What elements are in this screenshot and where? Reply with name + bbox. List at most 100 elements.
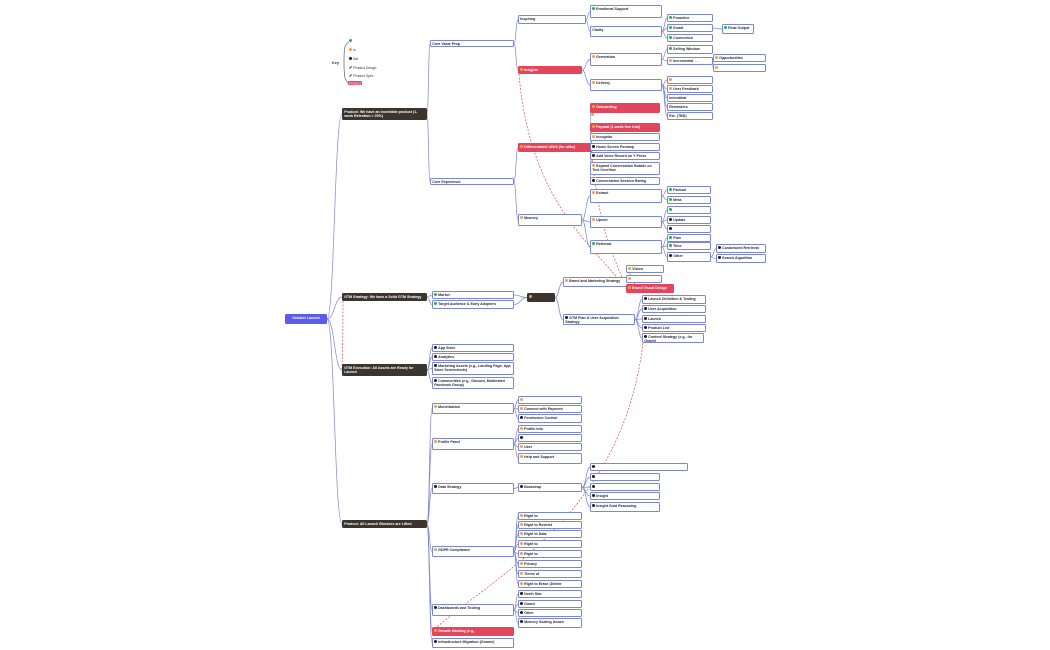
node-productled[interactable]: Product Led <box>642 324 706 332</box>
node-p3[interactable]: User <box>518 443 582 451</box>
node-bvd[interactable]: Brand Visual Design <box>626 284 674 293</box>
node-dash[interactable]: Dashboards and Tooling <box>432 604 514 616</box>
node-voice[interactable]: Add Voice Record on Y Press <box>590 152 660 160</box>
node-product[interactable]: Product: We have an incredible product (… <box>342 108 427 120</box>
node-vision[interactable]: Vision <box>626 265 664 273</box>
node-opp[interactable]: Opportunities <box>713 54 766 62</box>
node-final[interactable]: Final Output <box>722 24 754 34</box>
node-u3[interactable] <box>667 225 711 233</box>
node-smart[interactable]: Smart <box>667 24 713 32</box>
node-launchdef[interactable]: Launch Definition & Testing <box>642 295 706 304</box>
node-as2[interactable]: Analytics <box>432 353 514 361</box>
node-onb2[interactable] <box>590 112 660 120</box>
node-growth[interactable]: Growth Hacking (e.g., <box>432 627 514 636</box>
node-d1[interactable] <box>667 76 713 84</box>
node-appstore[interactable]: App Store <box>432 344 514 352</box>
node-diff[interactable]: Differentiated UI/UX (for alike) <box>518 143 592 152</box>
node-market[interactable]: Market <box>432 291 514 299</box>
node-content[interactable]: Content Strategy (e.g., for Graph) <box>642 333 704 343</box>
node-g8[interactable]: Right to Erase (Delete <box>518 580 582 588</box>
node-gtmexec[interactable]: GTM Execution: All Assets are Ready for … <box>342 364 427 376</box>
node-g6[interactable]: Privacy <box>518 560 582 568</box>
node-g1[interactable]: Right to <box>518 512 582 520</box>
node-u1[interactable] <box>667 206 711 214</box>
node-g3[interactable]: Right to Data <box>518 530 582 538</box>
node-profile[interactable]: Profile Panel <box>432 438 514 450</box>
node-g7[interactable]: Terms of <box>518 570 582 578</box>
node-p1[interactable]: Profile Info <box>518 425 582 433</box>
node-incognito[interactable]: Incognito <box>590 133 660 141</box>
node-etc[interactable]: Etc. (TBD) <box>667 112 713 120</box>
node-monet[interactable]: Monetization <box>432 403 514 414</box>
node-help[interactable]: Help and Support <box>518 453 582 464</box>
node-emo[interactable]: Emotional Support <box>590 5 662 18</box>
node-expand[interactable]: Expand Conversation Bubble on Text Overf… <box>590 162 660 175</box>
node-gtmplan[interactable]: GTM Plan & User Acquisition Strategy <box>563 314 635 325</box>
node-b2[interactable] <box>590 473 660 481</box>
node-p2[interactable] <box>518 434 582 442</box>
node-u2[interactable]: Update <box>667 216 711 224</box>
node-target[interactable]: Target Audience & Early Adopters <box>432 300 514 309</box>
node-convrate[interactable]: Conversation Session Rating <box>590 177 660 185</box>
node-memscale[interactable]: Memory Scaling Issues <box>518 618 582 628</box>
node-blockers[interactable]: Product: All Launch Blockers are Lifted <box>342 520 427 528</box>
node-g5[interactable]: Right to <box>518 550 582 558</box>
node-brand[interactable]: Brand and Marketing Strategy <box>563 277 635 287</box>
link-gtmexec-communities <box>426 369 433 384</box>
node-g2[interactable]: Right to Restrict <box>518 521 582 529</box>
node-inspiring[interactable]: Inspiring <box>518 15 586 24</box>
node-guard[interactable]: Guard <box>518 600 582 608</box>
node-x1[interactable]: Factual <box>667 186 711 194</box>
node-selling[interactable]: Selling Window <box>667 45 713 54</box>
node-b1[interactable] <box>590 463 688 471</box>
node-homerev[interactable]: Home Screen Revamp <box>590 143 660 151</box>
node-x2[interactable]: Meta <box>667 196 711 204</box>
node-bootstrap[interactable]: Bootstrap <box>518 483 582 492</box>
node-northstar[interactable]: North Star <box>518 590 582 598</box>
node-g4[interactable]: Right to <box>518 540 582 548</box>
node-cexp[interactable]: Core Experience <box>430 178 514 185</box>
node-paywall[interactable]: Paywall (1-week free trial) <box>590 123 660 132</box>
node-cvp[interactable]: Core Value Prop <box>430 40 514 47</box>
node-delivery[interactable]: Delivery <box>590 79 662 91</box>
node-m1[interactable] <box>518 396 582 404</box>
node-insights[interactable]: Insights <box>518 66 582 74</box>
node-other[interactable]: Other <box>667 252 711 262</box>
node-interstitial[interactable]: Interstitial <box>667 94 713 102</box>
node-datastrat[interactable]: Data Strategy <box>432 483 514 494</box>
node-gtmstrat[interactable]: GTM Strategy: We have a Solid GTM Strate… <box>342 293 427 301</box>
node-connpay[interactable]: Connect with Payment <box>518 405 582 413</box>
node-custom[interactable]: Customized Retrieval <box>716 244 766 253</box>
node-insightgold[interactable]: Insight Gold Reasoning <box>590 502 660 512</box>
node-clarity[interactable]: Clarity <box>590 26 662 37</box>
node-search[interactable]: Search Algorithm <box>716 254 766 263</box>
node-r1[interactable]: Plan <box>667 234 711 242</box>
node-communities[interactable]: Communities (e.g., Discord, Moderated Fa… <box>432 377 514 389</box>
node-mktassets[interactable]: Marketing Assets (e.g., Landing Page, Ap… <box>432 362 514 375</box>
node-vision2[interactable] <box>626 275 662 283</box>
node-incr[interactable]: Incremental → <box>667 57 713 65</box>
node-b3[interactable] <box>590 483 660 491</box>
node-root[interactable]: October Launch <box>285 314 327 324</box>
node-extract[interactable]: Extract <box>590 189 662 203</box>
node-proactive[interactable]: Proactive <box>667 14 713 22</box>
node-generation[interactable]: Generation <box>590 53 662 66</box>
node-ufb[interactable]: User Feedback <box>667 85 713 93</box>
node-opp2[interactable] <box>713 64 766 72</box>
node-reminders[interactable]: Reminders <box>667 103 713 111</box>
node-upsert[interactable]: Upsert <box>590 216 662 228</box>
node-memory[interactable]: Memory <box>518 214 582 226</box>
node-gdpr[interactable]: GDPR Compliance <box>432 546 514 557</box>
node-c3[interactable]: Connection <box>667 34 713 42</box>
node-infra[interactable]: Infrastructure Migration (Gnome) <box>432 638 514 648</box>
node-useracq[interactable]: User Acquisition <box>642 305 706 313</box>
node-perm[interactable]: Permission Control <box>518 414 582 423</box>
node-retrieval[interactable]: Retrieval <box>590 240 662 254</box>
node-hub[interactable] <box>527 293 555 302</box>
node-r2[interactable]: Time <box>667 242 711 250</box>
node-insight[interactable]: Insight <box>590 492 660 500</box>
node-launch[interactable]: Launch <box>642 315 706 323</box>
node-onboarding[interactable]: Onboarding <box>590 103 660 113</box>
node-dother[interactable]: Other <box>518 609 582 617</box>
